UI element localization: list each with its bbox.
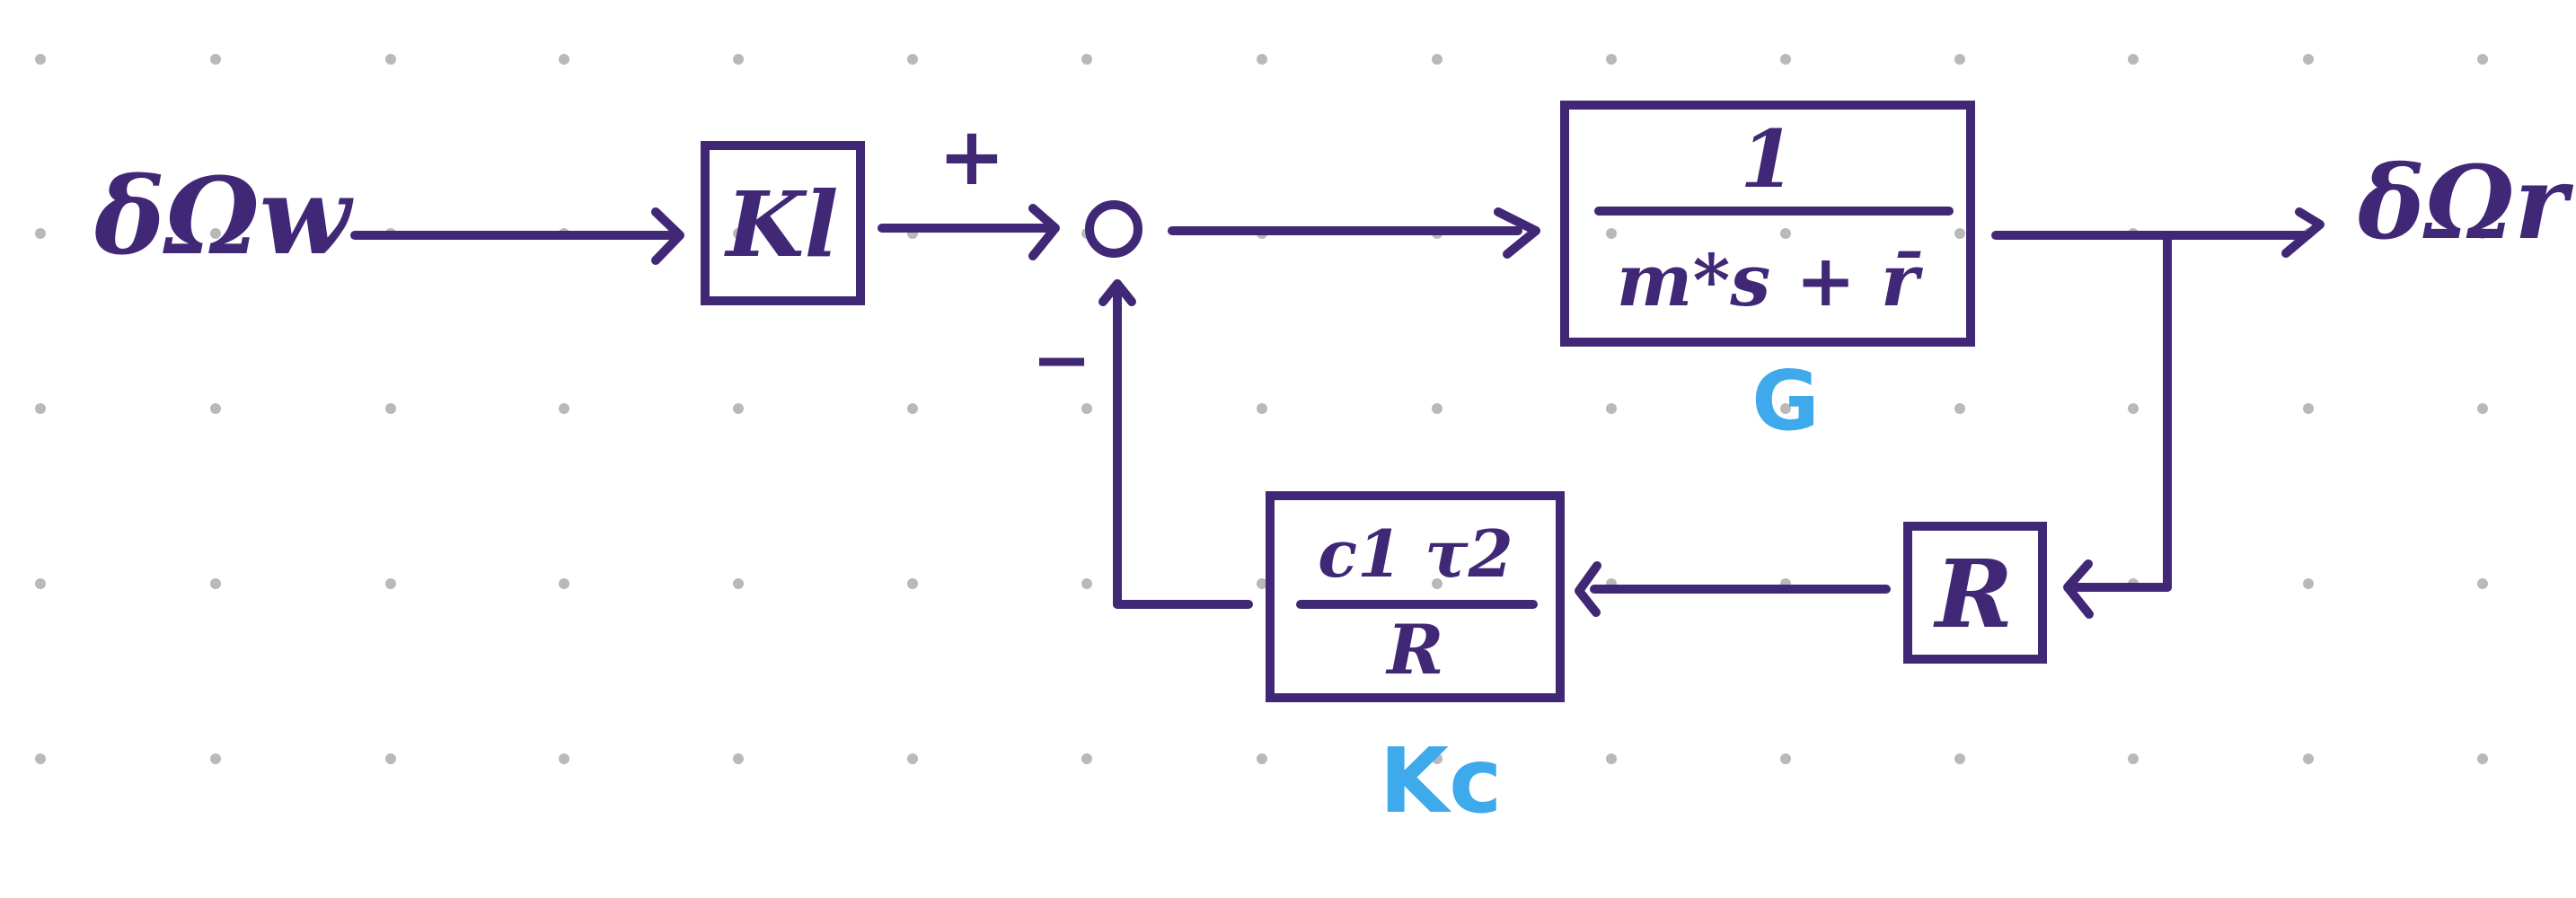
grid-dot	[2303, 753, 2314, 764]
grid-dot	[1432, 753, 1442, 764]
grid-dot	[907, 403, 918, 414]
input-arrowhead	[651, 207, 684, 265]
grid-dot	[210, 403, 221, 414]
grid-dot	[2477, 228, 2488, 239]
grid-dot	[1606, 753, 1617, 764]
grid-dot	[385, 753, 396, 764]
grid-dot	[35, 753, 46, 764]
grid-dot	[35, 54, 46, 65]
grid-dot	[210, 578, 221, 589]
grid-dot	[1081, 578, 1092, 589]
grid-dot	[1954, 753, 1965, 764]
grid-dot	[1257, 753, 1267, 764]
grid-dot	[1257, 403, 1267, 414]
input-label: δΩw	[93, 154, 354, 278]
grid-dot	[559, 54, 569, 65]
grid-dot	[1432, 403, 1442, 414]
feedback-name: Kc	[1380, 728, 1503, 833]
grid-dot	[559, 753, 569, 764]
gain-output-arrowhead	[1028, 204, 1060, 260]
grid-dot	[1954, 403, 1965, 414]
grid-dot	[2128, 54, 2139, 65]
grid-dot	[1432, 578, 1442, 589]
grid-dot	[1954, 578, 1965, 589]
grid-dot	[385, 54, 396, 65]
grid-dot	[35, 403, 46, 414]
grid-dot	[1780, 753, 1791, 764]
grid-dot	[1081, 753, 1092, 764]
grid-dot	[1081, 403, 1092, 414]
grid-dot	[559, 403, 569, 414]
grid-dot	[210, 228, 221, 239]
radius-block-label: R	[1933, 539, 2013, 649]
grid-dot	[1780, 403, 1791, 414]
plant-block	[1560, 101, 1975, 347]
grid-dot	[385, 578, 396, 589]
grid-dot	[907, 578, 918, 589]
grid-dot	[2477, 753, 2488, 764]
feedback-block	[1266, 491, 1565, 702]
grid-dot	[907, 54, 918, 65]
grid-dot	[1606, 54, 1617, 65]
grid-dot	[1954, 228, 1965, 239]
grid-dot	[733, 228, 744, 239]
grid-dot	[35, 578, 46, 589]
grid-dot	[35, 228, 46, 239]
grid-dot	[1432, 54, 1442, 65]
junction-output-arrowhead	[1494, 207, 1540, 259]
dot-grid	[35, 54, 2488, 764]
summing-junction	[1085, 200, 1142, 258]
feedback-to-r-arrowhead	[2063, 559, 2094, 619]
grid-dot	[385, 403, 396, 414]
output-arrowhead	[2281, 207, 2325, 258]
grid-dot	[1257, 54, 1267, 65]
grid-dot	[2477, 54, 2488, 65]
grid-dot	[559, 578, 569, 589]
grid-dot	[210, 753, 221, 764]
grid-dot	[2303, 54, 2314, 65]
plant-name: G	[1751, 353, 1820, 449]
grid-dot	[2477, 578, 2488, 589]
grid-dot	[2477, 403, 2488, 414]
grid-dot	[1954, 54, 1965, 65]
grid-dot	[2128, 403, 2139, 414]
grid-dot	[733, 578, 744, 589]
feedback-denominator: R	[1385, 610, 1443, 690]
feedback-return-arrowhead	[1098, 279, 1136, 306]
grid-dot	[2303, 578, 2314, 589]
minus-sign: −	[1031, 317, 1091, 401]
grid-dot	[2128, 753, 2139, 764]
grid-dot	[2303, 403, 2314, 414]
output-label: δΩr	[2357, 145, 2573, 262]
radius-block	[1903, 522, 2047, 664]
grid-dot	[733, 54, 744, 65]
grid-dot	[907, 753, 918, 764]
grid-dot	[1081, 54, 1092, 65]
grid-dot	[1257, 578, 1267, 589]
plus-sign: +	[938, 109, 1005, 204]
r-to-kc-arrowhead	[1575, 561, 1601, 617]
plant-denominator: m*s + r̄	[1617, 238, 1923, 322]
gain-block-label: Kl	[724, 172, 839, 277]
plant-numerator: 1	[1740, 112, 1795, 206]
grid-dot	[210, 54, 221, 65]
grid-dot	[1606, 228, 1617, 239]
feedback-numerator: c1 τ2	[1318, 515, 1513, 592]
grid-dot	[733, 753, 744, 764]
grid-dot	[1780, 54, 1791, 65]
grid-dot	[1606, 403, 1617, 414]
gain-block	[701, 141, 865, 305]
grid-dot	[1780, 228, 1791, 239]
grid-dot	[733, 403, 744, 414]
